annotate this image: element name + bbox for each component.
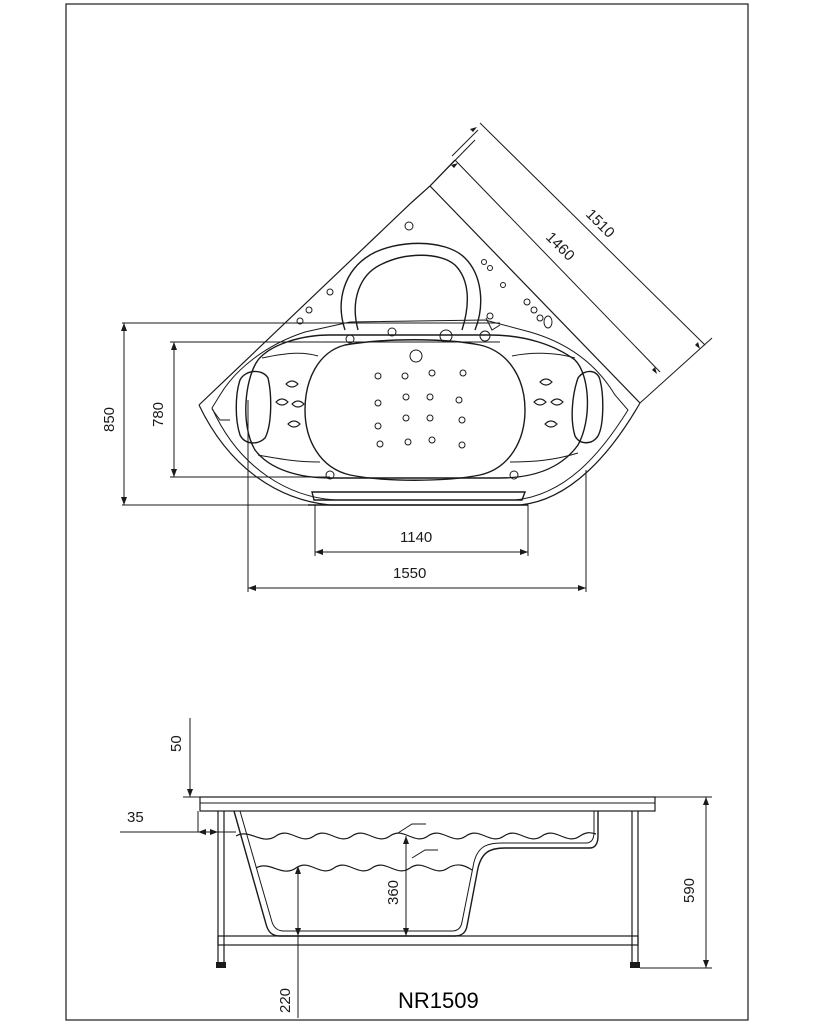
- dim-360-label: 360: [385, 880, 402, 905]
- frame-rail: [217, 935, 639, 946]
- dim-50-label: 50: [168, 735, 185, 752]
- basin-profile: [233, 810, 599, 937]
- model-number: NR1509: [398, 988, 479, 1013]
- dim-1460-label: 1460: [542, 229, 578, 265]
- corner-mark: [211, 408, 230, 421]
- basin-inner: [304, 339, 526, 481]
- armrest-right: [571, 370, 604, 444]
- back-jets-right: [533, 378, 564, 428]
- tub-outline: [198, 159, 641, 506]
- sheet-border: [65, 3, 749, 1021]
- side-view: 50 35 360 590 220 NR1509: [120, 718, 712, 1018]
- dim-1140-label: 1140: [400, 529, 432, 546]
- dim-780-label: 780: [150, 402, 167, 427]
- dim-590-label: 590: [681, 878, 698, 903]
- water-line-lower: [255, 864, 473, 872]
- dim-horizontal: 1140 1550: [247, 400, 587, 592]
- rim-controls: [296, 259, 553, 331]
- dim-water: 360: [385, 836, 409, 936]
- dim-1510-label: 1510: [582, 206, 618, 242]
- front-step: [308, 491, 528, 506]
- tub-rim: [211, 319, 629, 501]
- basin-jets: [325, 221, 519, 480]
- dim-850-label: 850: [101, 407, 118, 432]
- foot-left: [216, 962, 226, 968]
- foot-right: [630, 962, 640, 968]
- seat-band-right: [509, 352, 579, 463]
- back-jets-left: [275, 380, 305, 428]
- armrest-left: [235, 370, 272, 444]
- dim-diagonal: 1510 1460: [429, 122, 713, 404]
- dim-vertical: 850 780: [101, 322, 500, 506]
- seat-band-left: [257, 352, 321, 463]
- top-view: 1510 1460 850 780 1140 1550: [101, 122, 713, 592]
- dim-rim: 50 35: [120, 718, 236, 835]
- dim-220-label: 220: [277, 988, 294, 1013]
- dim-35-label: 35: [127, 809, 144, 826]
- dim-total: 590: [640, 796, 712, 969]
- water-line-upper: [235, 832, 597, 840]
- dim-1550-label: 1550: [393, 565, 426, 582]
- rim: [199, 796, 656, 812]
- headrest-arch: [340, 242, 482, 331]
- dim-leg: 220: [277, 866, 301, 1018]
